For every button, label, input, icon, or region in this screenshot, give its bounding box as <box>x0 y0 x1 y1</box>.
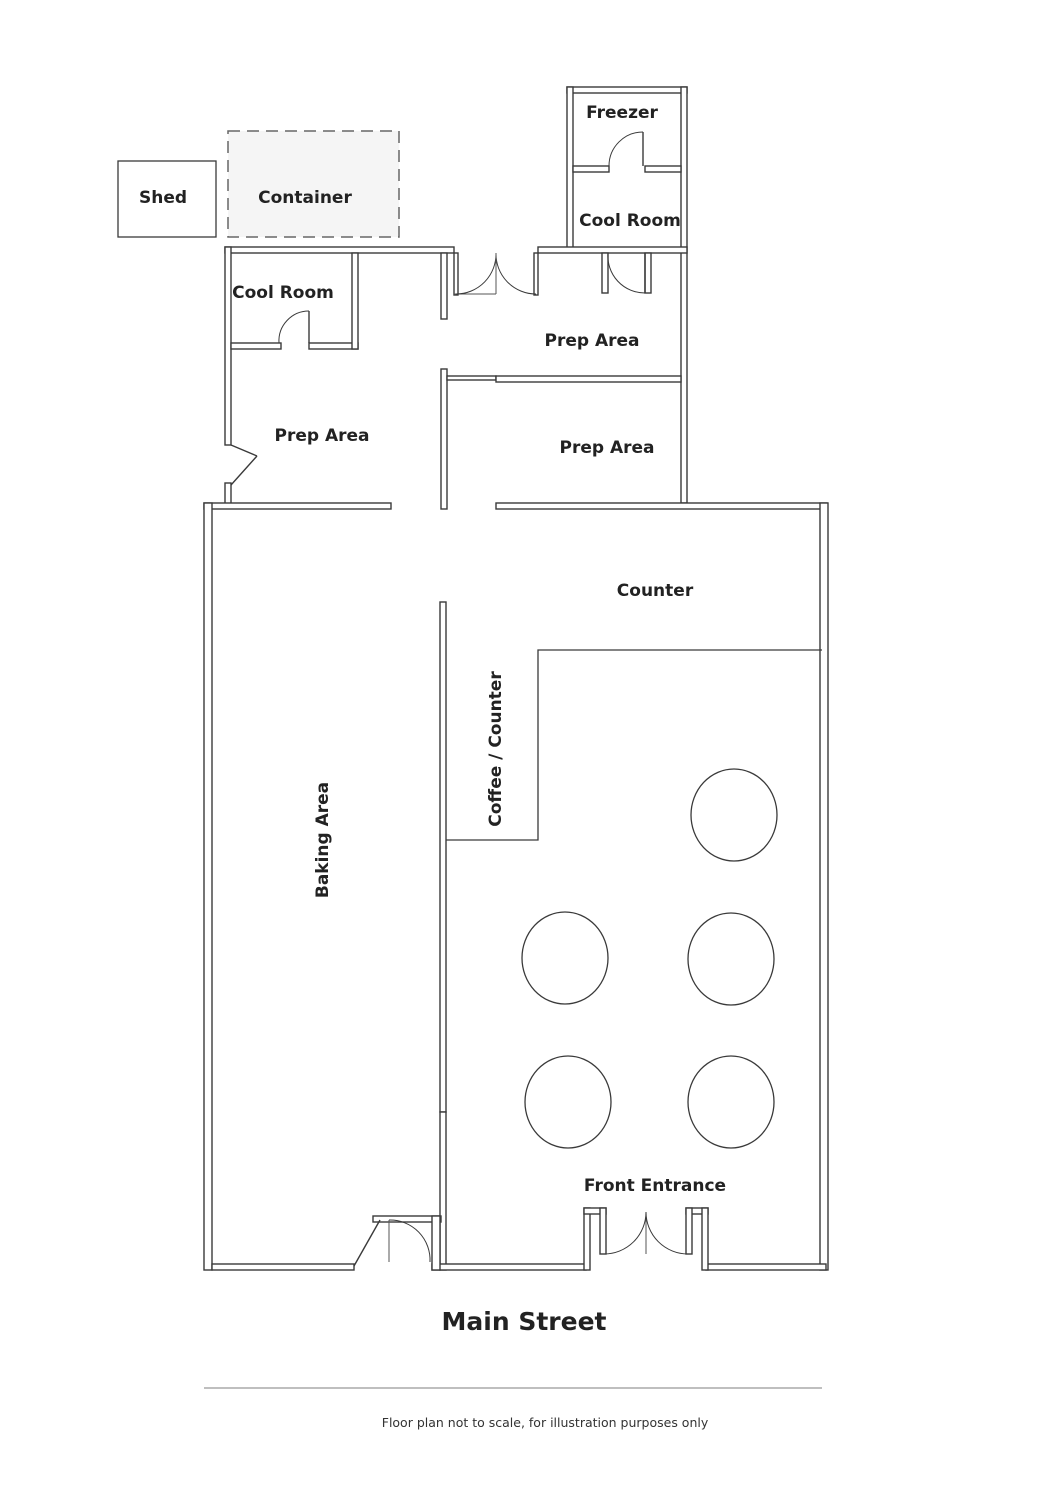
cool-room-left-label: Cool Room <box>232 283 334 303</box>
main-building-walls <box>203 502 829 1271</box>
counter-dividers <box>446 649 822 841</box>
coffee-counter-label: Coffee / Counter <box>486 671 506 827</box>
street-label: Main Street <box>442 1307 607 1336</box>
prep-area-top-label: Prep Area <box>544 331 639 351</box>
prep-area-double-door <box>454 252 537 295</box>
front-entrance-door <box>603 1211 689 1255</box>
shed-outline <box>117 160 217 238</box>
dining-tables <box>521 768 778 1149</box>
prep-area-mid-label: Prep Area <box>559 438 654 458</box>
shed-label: Shed <box>139 188 187 208</box>
front-entrance-label: Front Entrance <box>584 1176 726 1196</box>
table <box>690 768 778 862</box>
freezer-door <box>608 131 644 167</box>
table <box>687 912 775 1006</box>
cool-room-left-door <box>278 310 310 344</box>
baking-area-label: Baking Area <box>313 782 333 898</box>
container-outline <box>227 130 400 238</box>
cool-room-top-door <box>607 252 646 294</box>
prep-area-left-label: Prep Area <box>274 426 369 446</box>
cool-room-top-label: Cool Room <box>579 211 681 231</box>
prep-area-side-door <box>230 444 258 486</box>
container-label: Container <box>258 188 352 208</box>
footnote: Floor plan not to scale, for illustratio… <box>382 1415 709 1430</box>
rear-block-walls <box>224 246 688 510</box>
baking-area-door <box>353 1219 431 1267</box>
table <box>521 911 609 1005</box>
freezer-label: Freezer <box>586 103 658 123</box>
counter-label: Counter <box>617 581 694 601</box>
table <box>524 1055 612 1149</box>
table <box>687 1055 775 1149</box>
